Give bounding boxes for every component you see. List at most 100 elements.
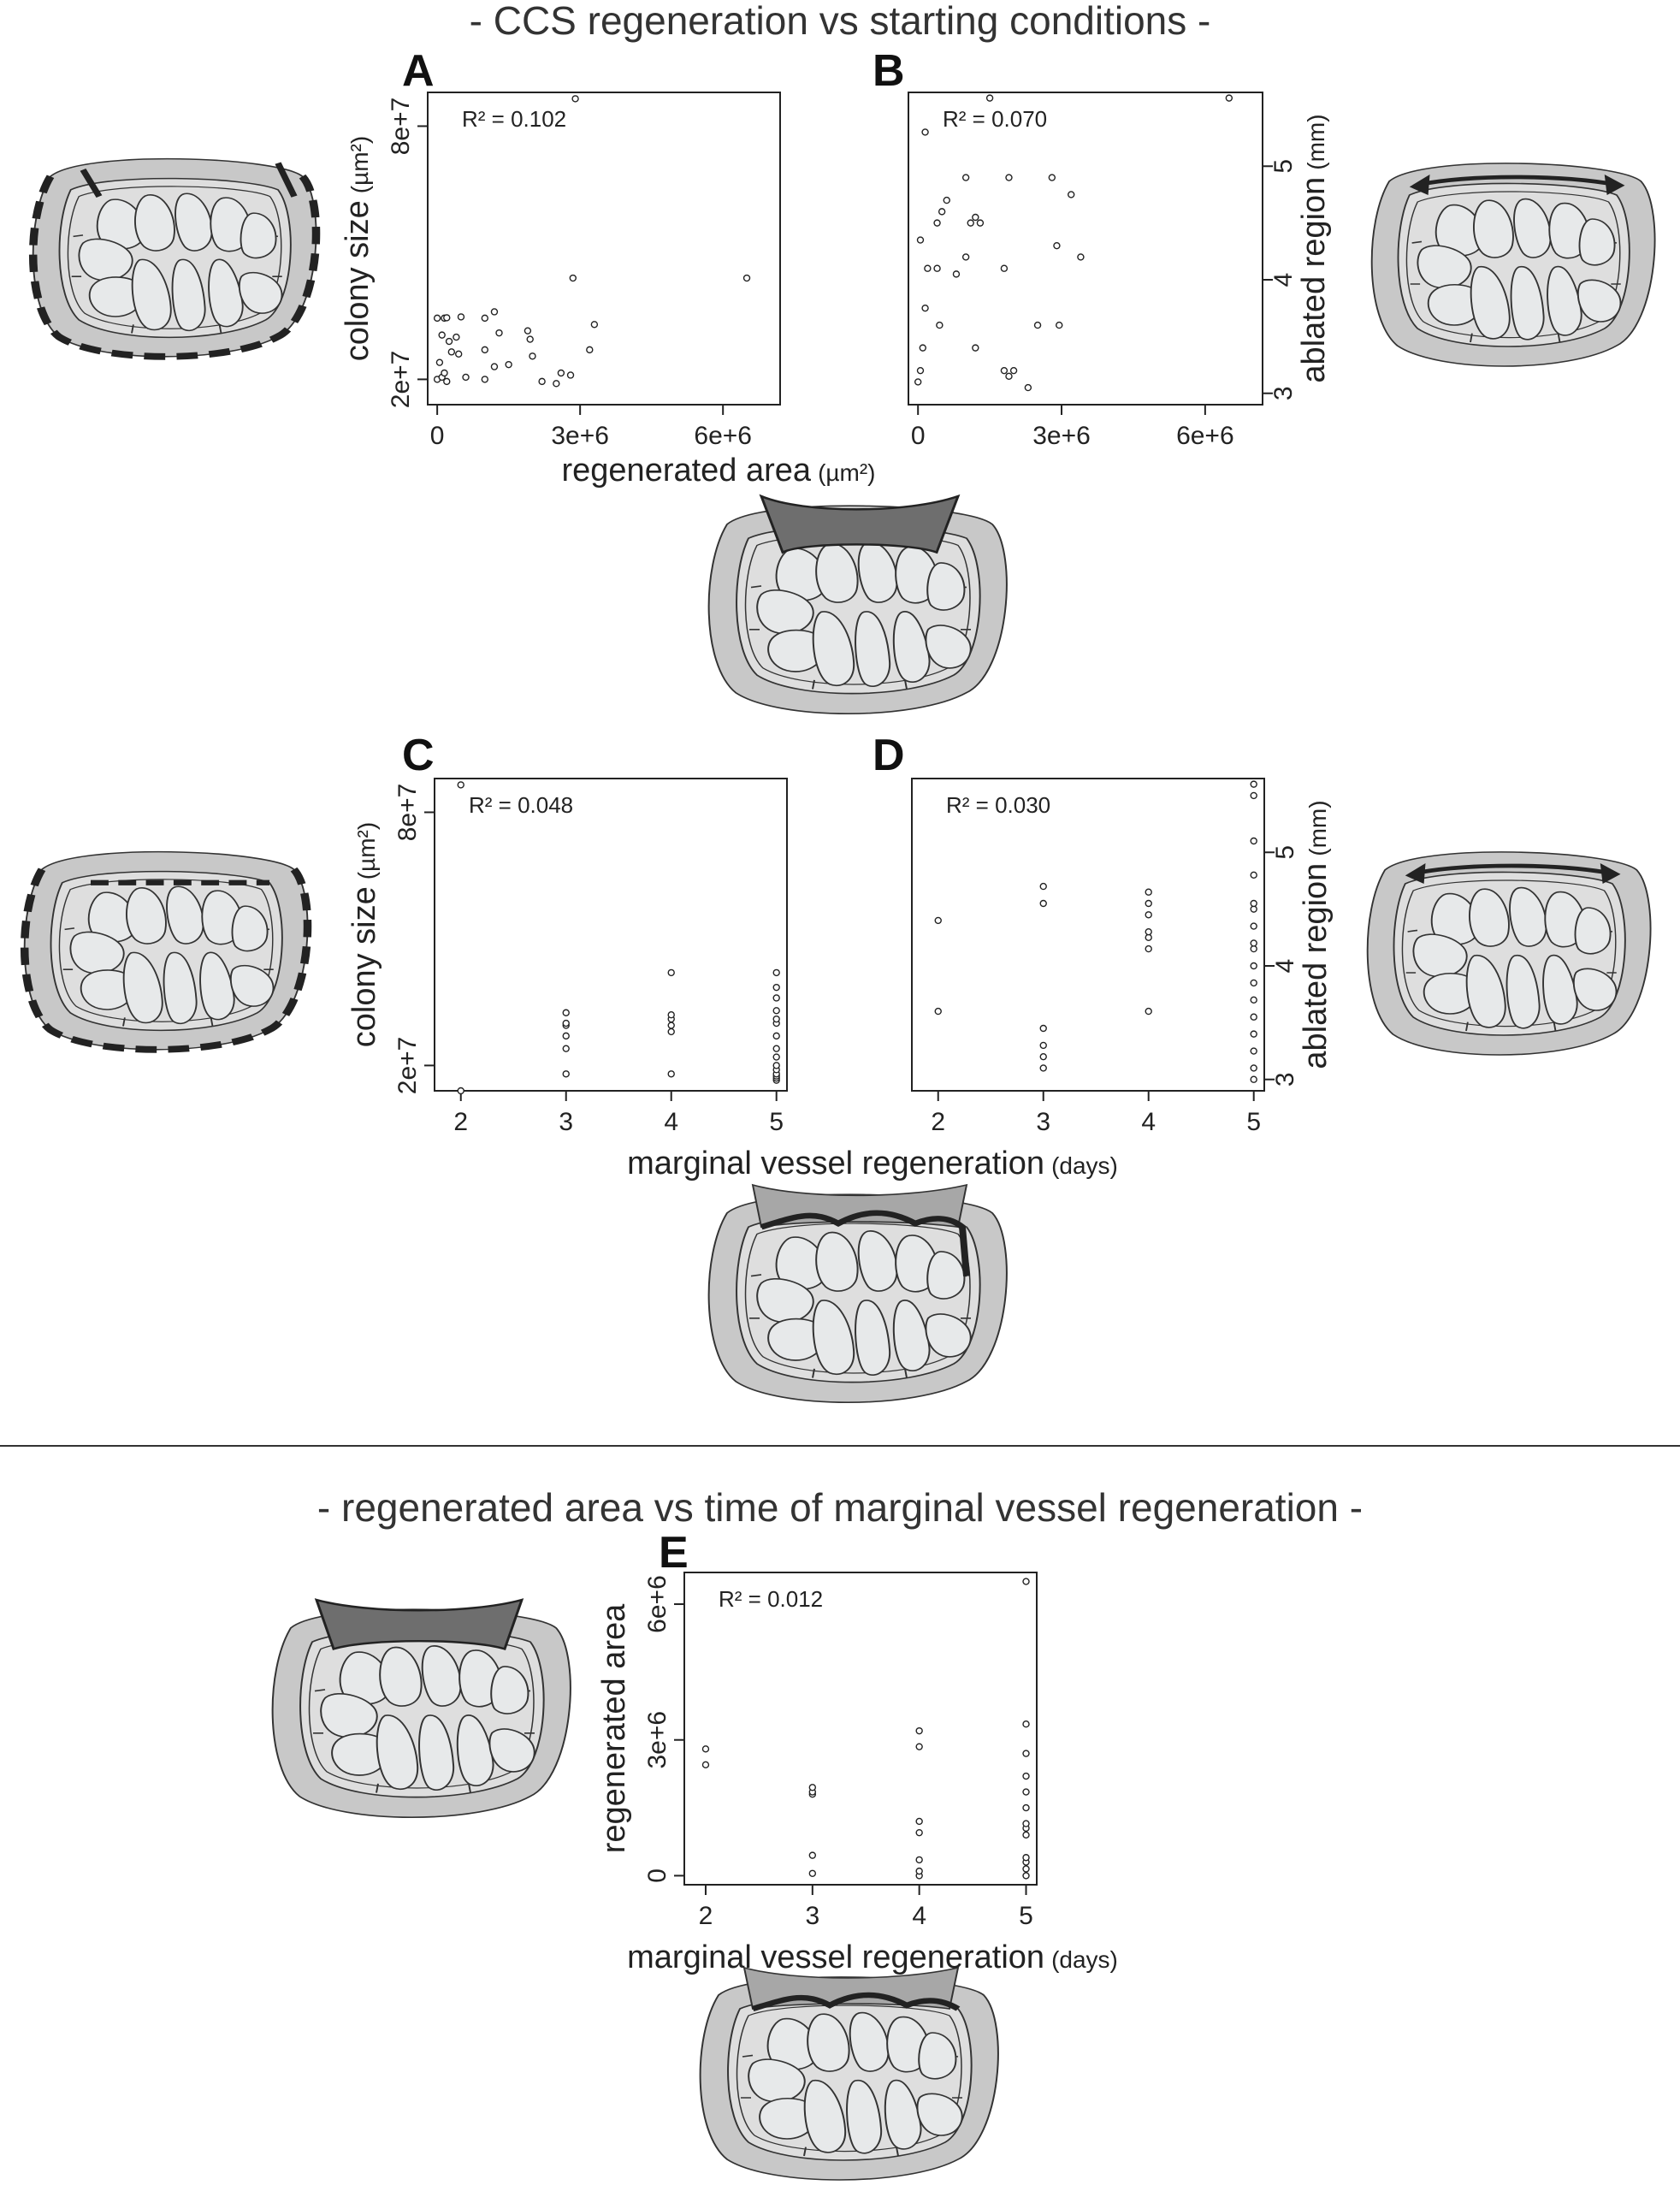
data-point [919, 344, 926, 352]
data-point [1039, 1064, 1047, 1072]
data-point [1048, 174, 1056, 181]
data-point [915, 1867, 923, 1875]
data-point [772, 1045, 780, 1052]
data-point [808, 1851, 817, 1859]
y-tick-label: 2e+7 [387, 351, 415, 409]
y-tick-label: 0 [643, 1868, 671, 1883]
data-point [667, 1027, 675, 1036]
data-point [481, 346, 489, 354]
x-tick-label: 6e+6 [694, 422, 752, 450]
data-point [915, 1817, 923, 1826]
data-point [915, 1743, 923, 1750]
data-point [772, 1053, 780, 1061]
panel-letter: A [402, 46, 435, 96]
data-point [1250, 1075, 1257, 1083]
data-point [1250, 871, 1257, 879]
y-tick-label: 3 [1271, 1072, 1299, 1087]
y-axis-label: colony size(µm²) [346, 822, 382, 1047]
data-point [1145, 899, 1152, 908]
data-point [1145, 945, 1152, 953]
x-tick-label: 2 [931, 1108, 945, 1136]
data-point [562, 1019, 570, 1027]
data-point [921, 304, 929, 312]
data-point [590, 321, 599, 329]
data-point [457, 781, 464, 789]
data-point [915, 1726, 923, 1735]
y-tick-label: 6e+6 [643, 1575, 671, 1633]
data-point [438, 331, 446, 339]
data-point [1022, 1865, 1030, 1873]
data-point [1250, 939, 1257, 947]
data-point [1005, 372, 1013, 381]
data-point [1039, 899, 1047, 908]
colony-illustration-d [1366, 850, 1652, 1056]
data-point [1145, 927, 1152, 936]
data-point [933, 264, 941, 272]
y-axis-label: colony size(µm²) [340, 136, 376, 361]
data-point [1039, 1041, 1047, 1050]
data-point [462, 373, 470, 382]
data-point [524, 327, 532, 335]
data-point [701, 1745, 710, 1753]
data-point [934, 1007, 942, 1016]
data-point [443, 314, 451, 322]
r2-annotation: R² = 0.070 [943, 106, 1047, 132]
y-tick-label: 5 [1269, 159, 1298, 174]
data-point [562, 1009, 570, 1016]
data-point [529, 352, 536, 360]
colony-illustration-c [21, 850, 312, 1053]
data-point [967, 219, 974, 227]
colony-illustration-b [1370, 162, 1656, 367]
data-point [1022, 1578, 1030, 1585]
data-point [1250, 791, 1257, 800]
y-tick-label: 8e+7 [387, 98, 415, 156]
x-axis-label: regenerated area(µm²) [562, 453, 876, 489]
plot-frame [683, 1572, 1038, 1886]
r2-annotation: R² = 0.048 [469, 792, 573, 818]
data-point [916, 366, 925, 375]
x-tick-label: 3 [1036, 1108, 1050, 1136]
data-point [1022, 1788, 1030, 1796]
plot-frame [911, 778, 1265, 1092]
x-tick-label: 3e+6 [1032, 422, 1091, 450]
data-point [772, 1015, 780, 1023]
data-point [742, 274, 751, 282]
y-tick-label: 3e+6 [643, 1711, 671, 1769]
data-point [961, 174, 970, 181]
x-tick-label: 6e+6 [1176, 422, 1234, 450]
data-point [1077, 253, 1085, 261]
data-point [701, 1761, 710, 1769]
x-tick-label: 5 [1246, 1108, 1261, 1136]
data-point [447, 348, 456, 356]
data-point [557, 369, 565, 377]
data-point [454, 350, 463, 358]
data-point [1250, 1064, 1257, 1072]
data-point [1009, 366, 1018, 375]
data-point [1250, 922, 1257, 930]
data-point [1250, 780, 1257, 788]
data-point [772, 1032, 780, 1040]
data-point [441, 369, 448, 377]
data-point [915, 1856, 923, 1864]
data-point [1145, 911, 1152, 919]
data-point [1053, 241, 1061, 250]
data-point [1033, 321, 1042, 329]
data-point [526, 335, 534, 343]
x-tick-label: 5 [769, 1108, 784, 1136]
data-point [934, 916, 942, 925]
x-tick-label: 0 [911, 422, 926, 450]
data-point [1225, 94, 1233, 102]
data-point [1022, 1831, 1030, 1839]
x-tick-label: 2 [453, 1108, 468, 1136]
data-point [933, 219, 941, 227]
y-tick-label: 5 [1271, 845, 1299, 860]
data-point [1250, 837, 1257, 845]
x-tick-label: 4 [912, 1902, 926, 1930]
data-point [569, 274, 577, 282]
data-point [1022, 1820, 1030, 1827]
x-tick-label: 2 [699, 1902, 713, 1930]
